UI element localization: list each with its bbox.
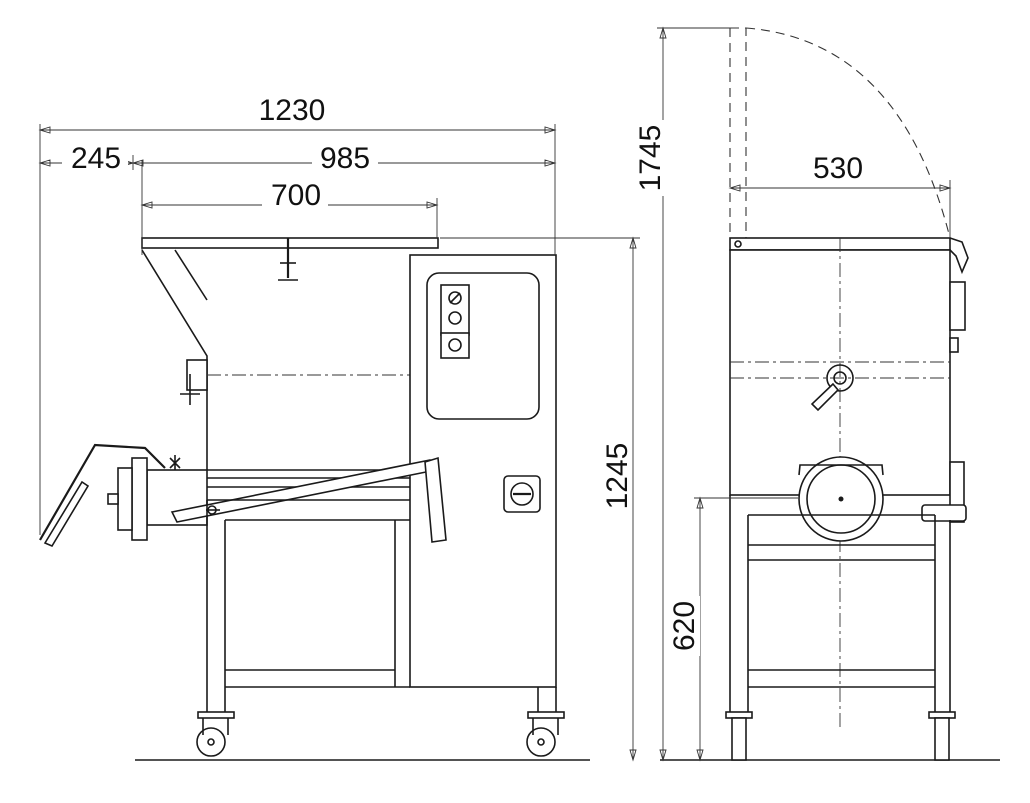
lid-open-outline bbox=[729, 27, 747, 238]
dim-total-height-open: 1745 bbox=[634, 125, 667, 192]
front-view bbox=[38, 124, 640, 762]
side-view bbox=[657, 26, 1000, 762]
side-knob bbox=[826, 364, 854, 392]
grinder-ring bbox=[131, 457, 148, 541]
lid-latch bbox=[949, 237, 969, 275]
safety-guard bbox=[39, 443, 166, 541]
lever-handle bbox=[424, 456, 447, 543]
dim-body-height: 1245 bbox=[601, 443, 634, 510]
grinder-plate bbox=[117, 467, 133, 531]
side-caster-left bbox=[725, 711, 753, 761]
caster-right bbox=[526, 711, 565, 757]
start-button bbox=[448, 311, 462, 325]
wing-nut bbox=[169, 455, 181, 470]
dim-overall-width: 1230 bbox=[259, 94, 326, 127]
selector-knob bbox=[448, 291, 462, 305]
dim-hopper-width: 700 bbox=[271, 179, 321, 212]
lid-top bbox=[141, 237, 439, 249]
side-caster-right bbox=[928, 711, 956, 761]
lid-swing-arc bbox=[745, 27, 951, 239]
caster-left bbox=[196, 711, 235, 757]
side-motor-cover bbox=[949, 281, 966, 331]
dim-side-depth: 530 bbox=[813, 152, 863, 185]
dim-outlet-height: 620 bbox=[668, 601, 701, 651]
hopper-front-edge bbox=[141, 249, 208, 470]
stop-button bbox=[448, 338, 462, 352]
stop-housing bbox=[440, 332, 470, 359]
dim-hopper-overhang: 245 bbox=[71, 142, 121, 175]
side-knob-handle bbox=[810, 382, 840, 412]
dim-body-width: 985 bbox=[320, 142, 370, 175]
button-housing bbox=[440, 284, 470, 336]
